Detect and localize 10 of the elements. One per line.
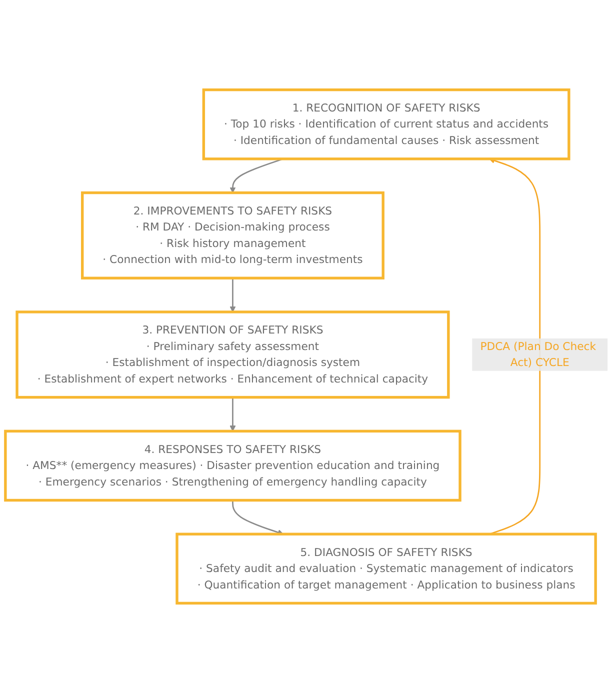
arrow	[489, 158, 541, 535]
node-box	[16, 310, 450, 399]
arrow	[230, 158, 284, 194]
node-box	[4, 430, 462, 502]
arrow	[230, 278, 236, 312]
node-box	[176, 532, 597, 605]
node-box	[202, 88, 570, 160]
arrow	[230, 397, 236, 432]
node-box	[81, 191, 384, 280]
arrow	[232, 500, 284, 536]
